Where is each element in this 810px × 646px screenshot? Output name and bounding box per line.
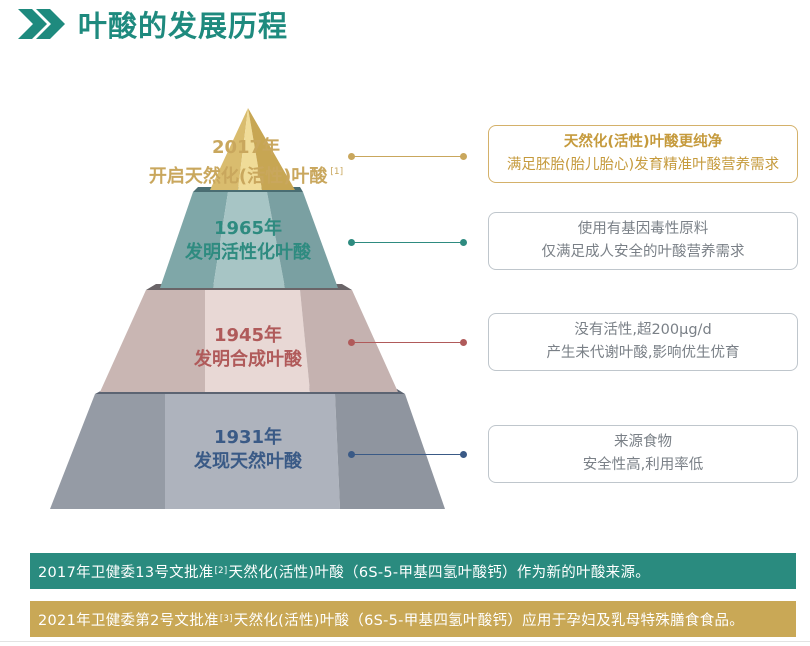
page-header: 叶酸的发展历程 — [18, 2, 288, 46]
tier-year: 1945年 — [213, 325, 283, 346]
box-line-1: 来源食物 — [614, 434, 672, 450]
box-line-2: 产生未代谢叶酸,影响优生优育 — [546, 345, 740, 361]
connector-line-1965 — [352, 242, 464, 243]
tier-label-2017: 2017年 开启天然化(活性)叶酸[1] — [118, 136, 374, 189]
banner-text-post: 天然化(活性)叶酸（6S-5-甲基四氢叶酸钙）应用于孕妇及乳母特殊膳食食品。 — [233, 612, 745, 629]
box-line-2: 仅满足成人安全的叶酸营养需求 — [541, 244, 745, 260]
connector-dot — [460, 451, 467, 458]
connector-dot — [460, 339, 467, 346]
tier-label-1965: 1965年 发明活性化叶酸 — [148, 217, 348, 265]
banner-text-pre: 2021年卫健委第2号文批准 — [38, 612, 219, 629]
connector-line-2017 — [352, 156, 464, 157]
tier-year: 1965年 — [213, 218, 283, 239]
tier-label-1931: 1931年 发现天然叶酸 — [148, 426, 348, 474]
reference-mark: [2] — [214, 566, 228, 576]
connector-line-1931 — [352, 454, 464, 455]
tier-year: 2017年 — [211, 137, 281, 158]
double-chevron-right-icon — [18, 9, 65, 39]
tier-event: 发现天然叶酸 — [194, 451, 302, 472]
banner-text-pre: 2017年卫健委13号文批准 — [38, 564, 214, 581]
description-box-1945: 没有活性,超200μg/d 产生未代谢叶酸,影响优生优育 — [488, 313, 798, 371]
box-line-2: 满足胚胎(胎儿胎心)发育精准叶酸营养需求 — [506, 157, 780, 173]
banner-text-post: 天然化(活性)叶酸（6S-5-甲基四氢叶酸钙）作为新的叶酸来源。 — [228, 564, 651, 581]
pyramid-tier-1945 — [100, 284, 398, 392]
reference-mark: [1] — [330, 167, 344, 177]
banner-2021-approval: 2021年卫健委第2号文批准[3]天然化(活性)叶酸（6S-5-甲基四氢叶酸钙）… — [30, 601, 796, 637]
divider — [0, 641, 810, 642]
connector-dot — [348, 239, 355, 246]
description-box-2017: 天然化(活性)叶酸更纯净 满足胚胎(胎儿胎心)发育精准叶酸营养需求 — [488, 125, 798, 183]
connector-dot — [348, 339, 355, 346]
tier-event: 开启天然化(活性)叶酸 — [148, 166, 328, 187]
tier-event: 发明合成叶酸 — [194, 349, 302, 370]
connector-dot — [348, 153, 355, 160]
description-box-1965: 使用有基因毒性原料 仅满足成人安全的叶酸营养需求 — [488, 212, 798, 270]
page-title: 叶酸的发展历程 — [78, 9, 289, 43]
tier-label-1945: 1945年 发明合成叶酸 — [148, 324, 348, 372]
connector-line-1945 — [352, 342, 464, 343]
reference-mark: [3] — [219, 614, 233, 624]
connector-dot — [460, 239, 467, 246]
box-line-1: 使用有基因毒性原料 — [577, 221, 709, 237]
connector-dot — [460, 153, 467, 160]
box-line-1: 没有活性,超200μg/d — [574, 322, 712, 338]
tier-event: 发明活性化叶酸 — [185, 242, 311, 263]
connector-dot — [348, 451, 355, 458]
tier-year: 1931年 — [213, 427, 283, 448]
pyramid-tier-2017 — [210, 108, 295, 190]
box-line-2: 安全性高,利用率低 — [582, 457, 704, 473]
banner-2017-approval: 2017年卫健委13号文批准[2]天然化(活性)叶酸（6S-5-甲基四氢叶酸钙）… — [30, 553, 796, 589]
box-line-1: 天然化(活性)叶酸更纯净 — [563, 134, 723, 150]
description-box-1931: 来源食物 安全性高,利用率低 — [488, 425, 798, 483]
